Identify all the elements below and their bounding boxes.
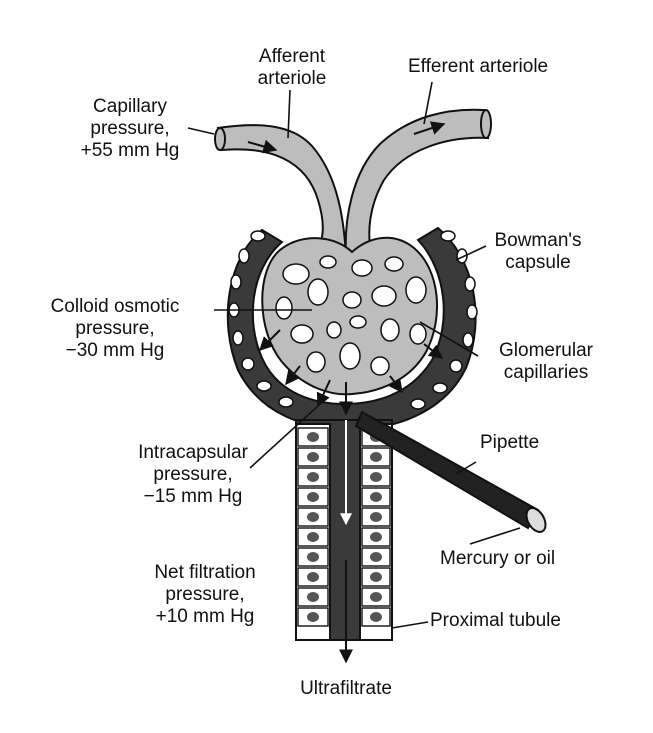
afferent-arteriole-label: Afferent arteriole [222,46,362,90]
inflow-arrow [247,139,278,154]
bowmans-capsule-line-1: Bowman's [494,230,582,251]
pipette-label: Pipette [480,432,539,454]
colloid-osmotic-line-1: Colloid osmotic [50,296,180,317]
tubule-nuclei-right [370,432,382,622]
capillary-pressure-line-1: Capillary [93,96,167,117]
mercury-or-oil-line-1: Mercury or oil [440,548,556,569]
net-filtration-line-3: +10 mm Hg [155,606,255,627]
net-filtration-pressure-label: Net filtration pressure, +10 mm Hg [130,562,280,628]
pipette-shape [354,410,547,533]
afferent-arteriole-line-1: Afferent [258,46,326,67]
glomerular-capillaries-line-1: Glomerular [499,340,593,361]
outflow-arrow [413,121,446,135]
tubule-nuclei-left [307,432,319,622]
efferent-arteriole-label: Efferent arteriole [408,56,548,78]
intracapsular-line-1: Intracapsular [138,442,248,463]
colloid-osmotic-pressure-label: Colloid osmotic pressure, −30 mm Hg [20,296,210,362]
glomerulus [261,236,438,396]
colloid-osmotic-line-3: −30 mm Hg [65,340,165,361]
intracapsular-pressure-label: Intracapsular pressure, −15 mm Hg [118,442,268,508]
afferent-arteriole-line-2: arteriole [257,68,327,89]
intracapsular-line-3: −15 mm Hg [143,486,243,507]
intracapsular-line-2: pressure, [153,464,233,485]
proximal-tubule-shape [295,419,393,664]
ultrafiltrate-label: Ultrafiltrate [266,678,426,700]
glomerular-capillaries-line-2: capillaries [503,362,589,383]
capillary-pressure-line-2: pressure, [90,118,170,139]
capillary-pressure-line-3: +55 mm Hg [80,140,180,161]
capillary-lumens [275,255,427,376]
net-filtration-line-2: pressure, [165,584,245,605]
filtration-arrows [259,329,444,416]
colloid-osmotic-line-2: pressure, [75,318,155,339]
ultrafiltrate-line-1: Ultrafiltrate [300,678,392,699]
glomerular-capillaries-label: Glomerular capillaries [476,340,616,384]
pipette-opening [525,507,547,533]
proximal-tubule-line-1: Proximal tubule [430,610,561,631]
efferent-opening [480,109,492,139]
afferent-opening [214,127,226,151]
net-filtration-line-1: Net filtration [154,562,256,583]
pipette-line-1: Pipette [480,432,540,453]
mercury-or-oil-label: Mercury or oil [440,548,555,570]
capillary-pressure-label: Capillary pressure, +55 mm Hg [60,96,200,162]
bowmans-capsule-label: Bowman's capsule [478,230,598,274]
leader-lines [187,81,521,629]
proximal-tubule-label: Proximal tubule [430,610,561,632]
efferent-arteriole-line-1: Efferent arteriole [408,56,549,77]
bowmans-capsule-line-2: capsule [505,252,571,273]
